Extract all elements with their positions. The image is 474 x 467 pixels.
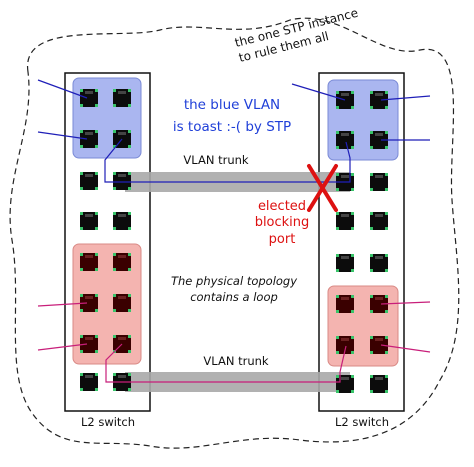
blocking-port-x-icon (307, 164, 338, 212)
right-switch-label: L2 switch (335, 415, 389, 429)
blocking-line3: port (269, 232, 296, 247)
right-switch (318, 72, 405, 412)
blocking-line1: elected (258, 199, 306, 214)
left-switch (64, 72, 151, 412)
topology-line2: contains a loop (190, 290, 278, 304)
topology-line1: The physical topology (171, 274, 297, 288)
trunk-bottom-label: VLAN trunk (203, 354, 268, 368)
left-switch-label: L2 switch (81, 415, 135, 429)
blue-vlan-links (37, 79, 431, 183)
stp-instance-cloud (9, 17, 460, 449)
blocking-line2: blocking (255, 215, 310, 230)
trunk-top-label: VLAN trunk (183, 153, 248, 167)
red-vlan-links (37, 301, 431, 383)
blue-vlan-line2: is toast :-( by STP (173, 119, 291, 135)
blue-vlan-line1: the blue VLAN (184, 97, 280, 113)
